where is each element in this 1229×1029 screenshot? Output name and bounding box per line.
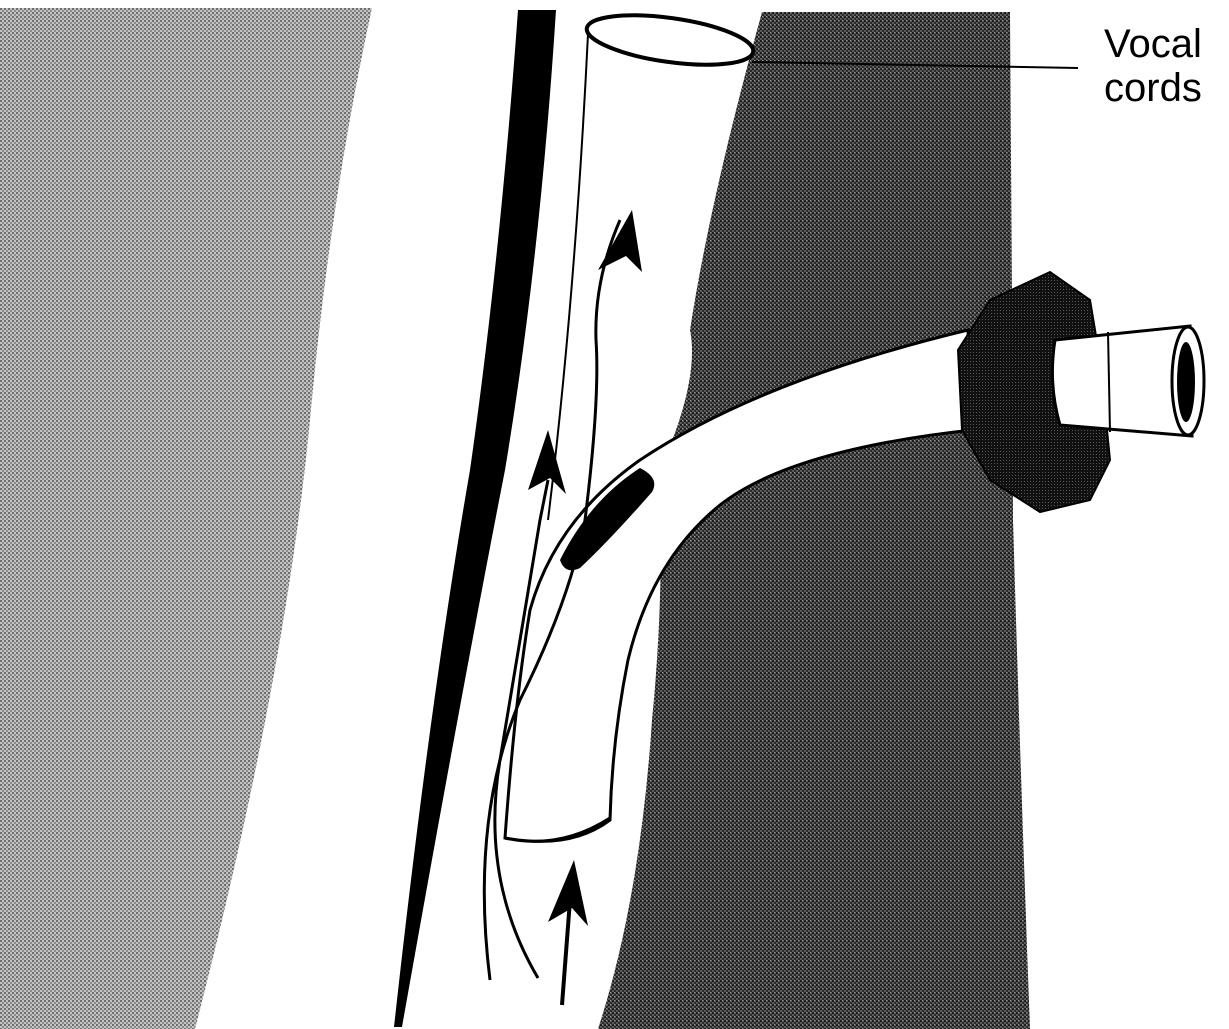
connector-lumen bbox=[1177, 342, 1195, 422]
vocal-cords-label: Vocal cords bbox=[1104, 22, 1202, 110]
posterior-tracheal-wall bbox=[394, 10, 556, 1027]
vocal-cords-label-line2: cords bbox=[1104, 66, 1202, 110]
left-tissue bbox=[0, 8, 372, 1029]
airflow-arrow-lower bbox=[548, 860, 588, 1005]
airway-lumen-left-edge bbox=[548, 34, 588, 520]
vocal-cords-ring bbox=[584, 7, 756, 74]
vocal-cords-label-line1: Vocal bbox=[1104, 22, 1202, 66]
